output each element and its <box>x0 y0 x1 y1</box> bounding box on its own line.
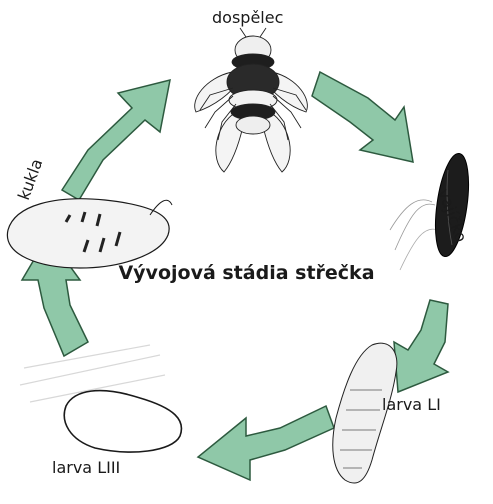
arrow-egg-to-larva1 <box>394 300 448 392</box>
adult-fly-drawing <box>195 28 308 172</box>
arrow-larva1-to-larva3 <box>198 406 334 480</box>
label-adult: dospělec <box>212 8 283 27</box>
larva-l3-drawing <box>20 345 181 452</box>
label-larva-l3: larva LIII <box>52 458 120 477</box>
arrow-adult-to-egg <box>312 72 413 162</box>
arrow-pupa-to-adult <box>62 80 170 200</box>
label-larva-l1: larva LI <box>382 395 441 414</box>
pupa-drawing <box>7 199 172 268</box>
diagram-title: Vývojová stádia střečka <box>0 262 493 284</box>
egg-drawing <box>390 151 474 270</box>
